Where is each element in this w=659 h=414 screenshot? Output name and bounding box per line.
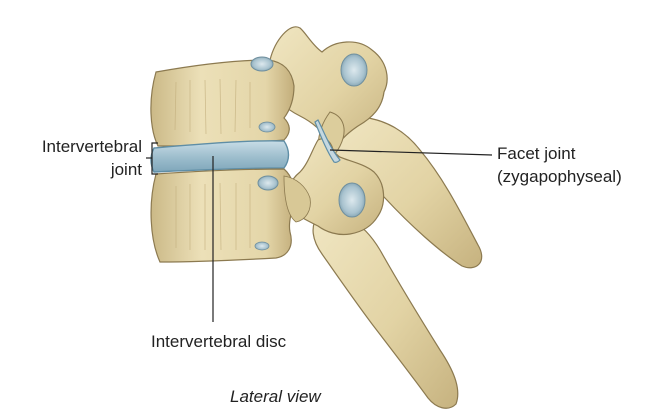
upper-pedicle-notch bbox=[251, 57, 273, 71]
view-caption: Lateral view bbox=[230, 386, 321, 407]
lower-facet-depression bbox=[339, 183, 365, 217]
lower-small-foramen bbox=[255, 242, 269, 250]
upper-vertebral-body bbox=[151, 60, 294, 146]
intervertebral-joint-label-line2: joint bbox=[111, 159, 142, 180]
facet-joint-label-line2: (zygapophyseal) bbox=[497, 166, 622, 187]
intervertebral-disc-label: Intervertebral disc bbox=[151, 331, 286, 352]
facet-joint-label-line1: Facet joint bbox=[497, 143, 575, 164]
intervertebral-joint-label-line1: Intervertebral bbox=[42, 136, 142, 157]
lower-pedicle-notch bbox=[258, 176, 278, 190]
upper-facet-depression bbox=[341, 54, 367, 86]
upper-small-foramen bbox=[259, 122, 275, 132]
